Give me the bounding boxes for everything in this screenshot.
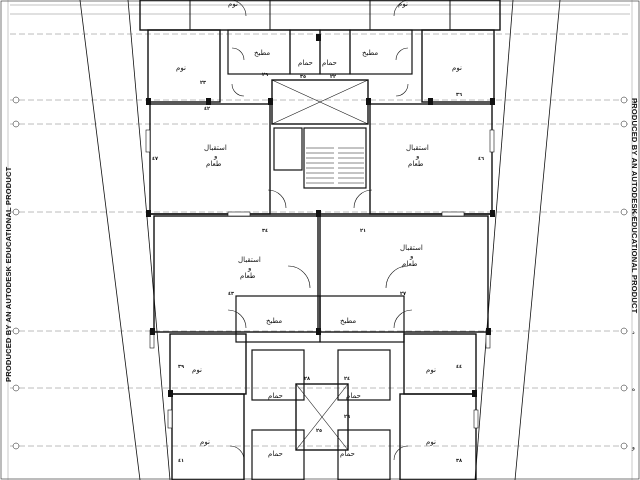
dim-10: ٢١ [360, 228, 366, 234]
dim-18: ٣٨ [456, 458, 462, 464]
site-boundary-left-outer [79, 0, 141, 480]
dim-4: ٣٥ [300, 74, 306, 80]
label-kitchen-ur: مطبخ [362, 49, 378, 57]
label-bedroom-top-r: نوم [398, 0, 408, 8]
label-kitchen-ul: مطبخ [254, 49, 270, 57]
windows [145, 129, 495, 429]
dim-11: ٤٣ [228, 291, 234, 297]
label-bedroom-lr: نوم [426, 366, 436, 374]
label-bedroom-top-l: نوم [228, 0, 238, 8]
label-kitchen-ml: مطبخ [266, 317, 282, 325]
lower-wing [169, 333, 477, 480]
label-living-ml-2: و [247, 264, 251, 272]
watermark-left: PRODUCED BY AN AUTODESK EDUCATIONAL PROD… [4, 166, 13, 382]
dim-15: ٢٨ [304, 376, 310, 382]
columns [146, 34, 495, 397]
dim-13: ٣٩ [178, 364, 184, 370]
label-bath-lr: حمام [346, 392, 361, 400]
grid-bubbles-left [12, 96, 20, 450]
dim-14: ٤٤ [456, 364, 462, 370]
label-living-ml-1: استقبال [238, 256, 261, 264]
label-living-ur-2: و [415, 152, 419, 160]
site-boundary-right-outer [514, 0, 561, 480]
label-living-ur-1: استقبال [406, 144, 429, 152]
dim-12: ٢٧ [400, 291, 406, 297]
label-bedroom-ur: نوم [452, 64, 462, 72]
label-bedroom-ll: نوم [192, 366, 202, 374]
grid-label-1: ﺏ [632, 98, 638, 105]
label-bath-ll: حمام [268, 392, 283, 400]
dim-19: ٢٥ [316, 428, 322, 434]
label-bath-ur: حمام [322, 59, 337, 67]
label-bath-ul: حمام [298, 59, 313, 67]
dim-3: ٢٩ [262, 72, 268, 78]
label-living-ul-3: طعام [206, 160, 222, 168]
label-bedroom-br: نوم [426, 438, 436, 446]
grid-axes-solid [10, 4, 630, 15]
label-kitchen-mr: مطبخ [340, 317, 356, 325]
label-living-ul-1: استقبال [204, 144, 227, 152]
site-boundary-left-inner [127, 0, 171, 480]
dim-6: ٣٦ [456, 92, 462, 98]
watermark-right: PRODUCED BY AN AUTODESK EDUCATIONAL PROD… [630, 98, 639, 314]
label-living-ul-2: و [213, 152, 217, 160]
dim-20: ٢٦ [344, 414, 350, 420]
label-bedroom-bl: نوم [200, 438, 210, 446]
dim-5: ٢٢ [330, 74, 336, 80]
annotation-numbers: ٢٣ ٤٢ ٢٩ ٣٥ ٢٢ ٣٦ ٤٧ ٤٦ ٣٤ ٢١ ٤٣ ٢٧ ٣٩ ٤… [152, 72, 484, 464]
dim-1: ٢٣ [200, 80, 206, 86]
label-bath-bl: حمام [268, 450, 283, 458]
middle-wing [153, 215, 489, 343]
grid-label-3: ﺩ [632, 329, 635, 336]
site-boundary-right-inner [474, 0, 514, 480]
room-labels: نوم نوم مطبخ مطبخ حمام حمام نوم نوم استق… [176, 0, 462, 458]
label-living-mr-2: و [409, 252, 413, 260]
label-living-ml-3: طعام [240, 272, 256, 280]
label-bedroom-ul: نوم [176, 64, 186, 72]
label-living-mr-1: استقبال [400, 244, 423, 252]
grid-label-4: ﻩ [632, 386, 635, 393]
label-living-mr-3: طعام [402, 260, 418, 268]
grid-label-5: ﻭ [631, 444, 635, 451]
label-living-ur-3: طعام [408, 160, 424, 168]
dim-2: ٤٢ [204, 106, 210, 112]
dim-17: ٤١ [178, 458, 184, 464]
dim-9: ٣٤ [262, 228, 268, 234]
door-swings [227, 0, 413, 461]
dim-16: ٢٤ [344, 376, 350, 382]
dim-8: ٤٦ [478, 156, 484, 162]
dim-7: ٤٧ [152, 156, 158, 162]
label-bath-br: حمام [340, 450, 355, 458]
upper-wing [139, 0, 501, 215]
grid-bubbles-right [620, 96, 628, 450]
stair-treads [306, 147, 364, 184]
grid-label-2: ﺝ [632, 210, 636, 217]
